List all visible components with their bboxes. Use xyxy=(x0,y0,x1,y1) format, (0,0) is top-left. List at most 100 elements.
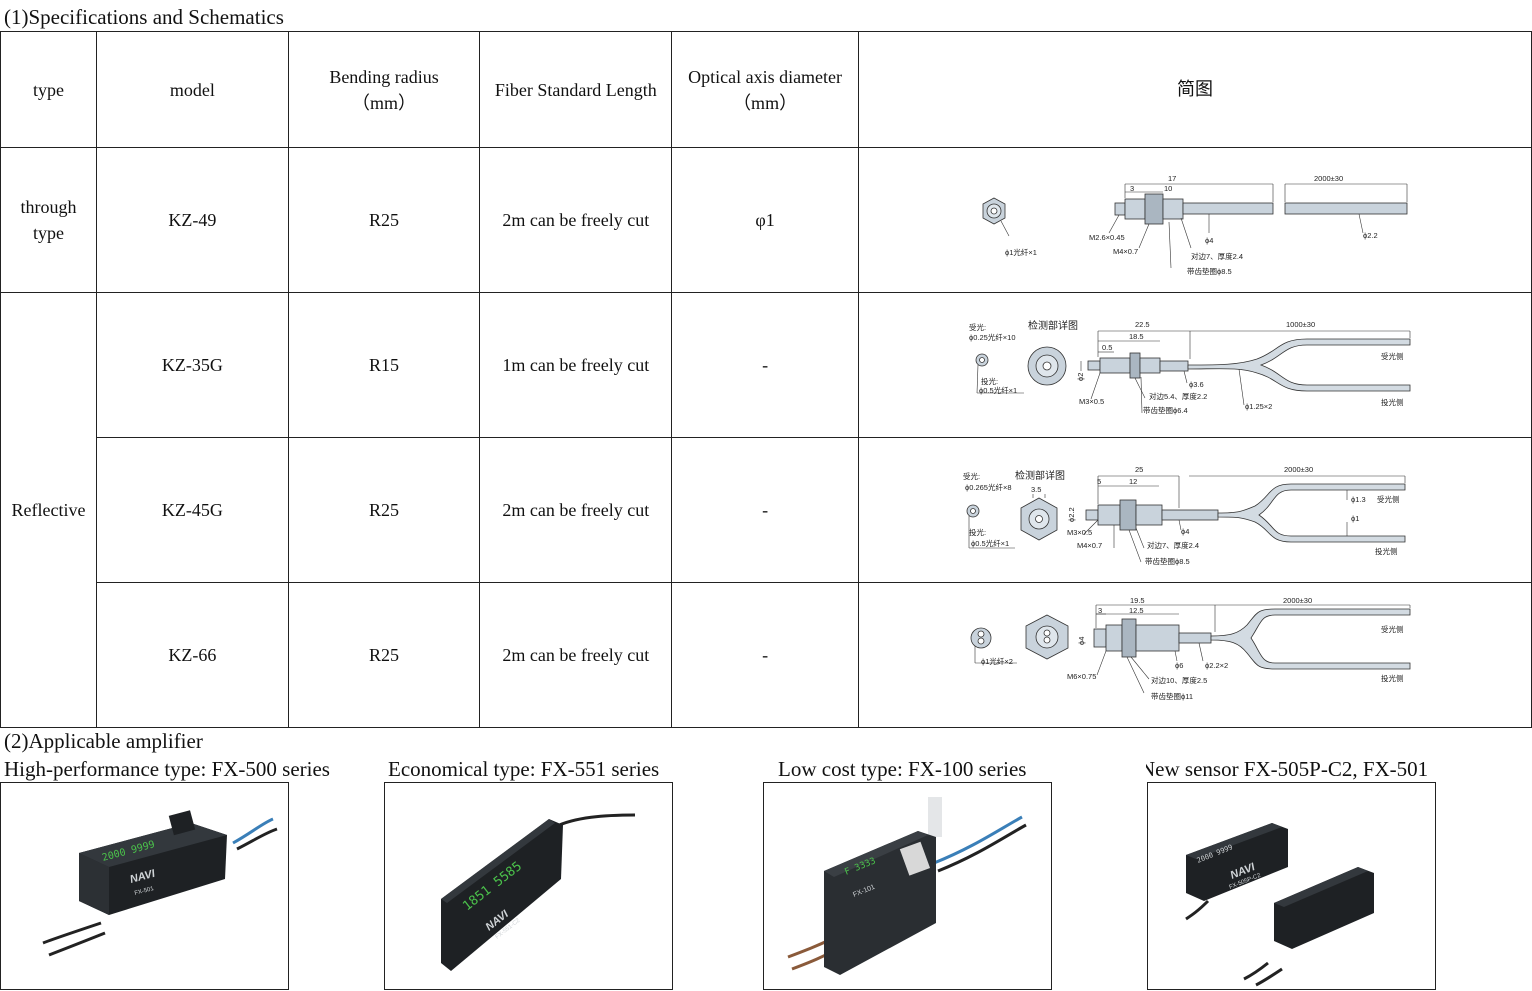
label-recv-side: 受光侧 xyxy=(1377,494,1400,504)
label-recv-fiber: ϕ0.265光纤×8 xyxy=(965,482,1012,492)
table-header-row: type model Bending radius （mm） Fiber Sta… xyxy=(0,31,1532,148)
dim-total: 22.5 xyxy=(1135,320,1150,329)
amplifier-model: FX-501 xyxy=(134,886,155,897)
dim-dia-emit: ϕ1 xyxy=(1351,514,1359,523)
dim-thread1: M2.6×0.45 xyxy=(1089,233,1125,242)
dim-dia-a: ϕ4 xyxy=(1181,527,1189,536)
label-emit-fiber: ϕ0.5光纤×1 xyxy=(979,385,1017,395)
schematic-kz-66: ϕ1光纤×2 19.5 3 12.5 2000±30 ϕ4 M6×0.75 ϕ6… xyxy=(857,582,1532,728)
cell-optical-axis: φ1 xyxy=(671,147,859,293)
label-emit-side: 投光侧 xyxy=(1381,673,1404,683)
dim-washer: 带齿垫圈ϕ8.5 xyxy=(1187,266,1232,276)
cell-fiber-length: 2m can be freely cut xyxy=(479,147,673,293)
schematic-kz-49: 17 3 10 2000±30 M2.6×0.45 M4×0.7 ϕ4 ϕ2.2… xyxy=(857,147,1532,293)
dim-thread2: M4×0.7 xyxy=(1077,541,1102,550)
amplifier-photo-fx551: 1851 5585 NAVI FX-551-C2 xyxy=(384,782,673,990)
dim-thread: M6×0.75 xyxy=(1067,672,1096,681)
dim-washer: 带齿垫圈ϕ11 xyxy=(1151,691,1193,701)
amplifier-caption: New sensor FX-505P-C2, FX-501 xyxy=(1146,757,1429,781)
header-optical-axis-unit: （mm） xyxy=(733,92,798,113)
table-row: KZ-66 R25 2m can be freely cut - xyxy=(1,582,1532,728)
cell-optical-axis: - xyxy=(671,292,859,438)
cell-bending-radius: R25 xyxy=(287,437,481,583)
dim-fiber-length: 1000±30 xyxy=(1286,320,1315,329)
schematic-drawing: ϕ1光纤×2 19.5 3 12.5 2000±30 ϕ4 M6×0.75 ϕ6… xyxy=(970,596,1411,701)
dim-b: 10 xyxy=(1164,184,1172,193)
table-row: through type KZ-49 R25 2m can be freely … xyxy=(0,147,1532,293)
dim-tip: ϕ2 xyxy=(1076,373,1085,381)
dim-a: 3 xyxy=(1130,184,1134,193)
header-bending-radius: Bending radius （mm） xyxy=(287,31,481,148)
detail-title: 检测部详图 xyxy=(1028,319,1078,332)
cell-type: Reflective xyxy=(0,292,97,728)
cell-bending-radius: R25 xyxy=(287,582,481,728)
amplifier-caption: High-performance type: FX-500 series xyxy=(4,757,330,781)
table-row: KZ-45G R25 2m can be freely cut - xyxy=(1,437,1532,583)
label-emit: 投光: xyxy=(969,527,986,537)
dim-nut: 对边7、厚度2.4 xyxy=(1191,251,1243,261)
amplifier-photo-fx100: F 3333 FX-101 xyxy=(763,782,1052,990)
dim-total: 19.5 xyxy=(1130,596,1145,605)
amplifier-image: 2000 9999 NAVI FX-501 xyxy=(42,810,278,957)
amplifier-image: F 3333 FX-101 xyxy=(787,797,1027,975)
dim-nut: 对边10、厚度2.5 xyxy=(1151,675,1207,685)
cell-fiber-length: 1m can be freely cut xyxy=(479,292,673,438)
header-bending-radius-label: Bending radius xyxy=(329,66,439,87)
amplifier-caption: Economical type: FX-551 series xyxy=(388,757,660,781)
fiber-note: ϕ1光纤×2 xyxy=(981,656,1013,666)
amplifier-caption: Low cost type: FX-100 series xyxy=(778,757,1027,781)
dim-a: 5 xyxy=(1097,477,1101,486)
section-title-amplifier: (2)Applicable amplifier xyxy=(4,729,203,753)
label-recv: 受光: xyxy=(963,471,980,481)
header-optical-axis-label: Optical axis diameter xyxy=(688,66,843,87)
dim-washer: 带齿垫圈ϕ6.4 xyxy=(1143,405,1188,415)
dim-dia-a: ϕ4 xyxy=(1205,236,1213,245)
label-recv: 受光: xyxy=(969,322,986,332)
dim-dia-recv: ϕ1.3 xyxy=(1351,495,1366,504)
dim-dia-tip: ϕ2.2 xyxy=(1067,507,1076,522)
label-emit-side: 投光侧 xyxy=(1375,546,1398,556)
cell-model: KZ-35G xyxy=(95,292,289,438)
label-emit: 投光: xyxy=(981,376,998,386)
table-row: Reflective KZ-35G R15 1m can be freely c… xyxy=(0,292,1532,728)
cell-optical-axis: - xyxy=(671,582,859,728)
dim-total: 17 xyxy=(1168,174,1176,183)
cell-model: KZ-66 xyxy=(95,582,289,728)
dim-dia-fiber: ϕ1.25×2 xyxy=(1245,402,1272,411)
label-recv-side: 受光侧 xyxy=(1381,624,1404,634)
dim-dia-a: ϕ6 xyxy=(1175,661,1183,670)
schematic-drawing: 17 3 10 2000±30 M2.6×0.45 M4×0.7 ϕ4 ϕ2.2… xyxy=(982,174,1408,276)
dim-total: 25 xyxy=(1135,465,1143,474)
cell-model: KZ-49 xyxy=(95,147,289,293)
dim-dia-tip: ϕ4 xyxy=(1077,637,1086,645)
schematic-kz-45g: 受光: ϕ0.265光纤×8 检测部详图 3.5 投光: ϕ0.5光纤×1 25… xyxy=(857,437,1532,583)
dim-b: 12 xyxy=(1129,477,1137,486)
amplifier-image: 1851 5585 NAVI FX-551-C2 xyxy=(441,813,636,971)
dim-a: 3 xyxy=(1098,606,1102,615)
dim-washer: 带齿垫圈ϕ8.5 xyxy=(1145,556,1190,566)
cell-optical-axis: - xyxy=(671,437,859,583)
detail-title: 检测部详图 xyxy=(1015,469,1065,482)
section-title-specifications: (1)Specifications and Schematics xyxy=(4,5,284,29)
header-type: type xyxy=(0,31,97,148)
dim-fiber-length: 2000±30 xyxy=(1314,174,1343,183)
header-bending-radius-unit: （mm） xyxy=(352,92,417,113)
cell-model: KZ-45G xyxy=(95,437,289,583)
specifications-table: type model Bending radius （mm） Fiber Sta… xyxy=(0,31,1532,728)
dim-thread2: M4×0.7 xyxy=(1113,247,1138,256)
fiber-note: ϕ1光纤×1 xyxy=(1005,247,1037,257)
cell-fiber-length: 2m can be freely cut xyxy=(479,437,673,583)
dim-tip: 3.5 xyxy=(1031,485,1041,494)
dim-b: 12.5 xyxy=(1129,606,1144,615)
label-emit-fiber: ϕ0.5光纤×1 xyxy=(971,538,1009,548)
dim-a: 18.5 xyxy=(1129,332,1144,341)
dim-b: 0.5 xyxy=(1102,343,1112,352)
header-model: model xyxy=(95,31,289,148)
dim-nut: 对边5.4、厚度2.2 xyxy=(1149,391,1207,401)
dim-fiber-length: 2000±30 xyxy=(1283,596,1312,605)
dim-thread1: M3×0.5 xyxy=(1067,528,1092,537)
dim-dia-fiber: ϕ2.2×2 xyxy=(1205,661,1228,670)
label-recv-fiber: ϕ0.25光纤×10 xyxy=(969,332,1016,342)
amplifier-image: 2000 9999 NAVI FX-505P-C2 xyxy=(1185,823,1374,987)
label-emit-side: 投光侧 xyxy=(1381,397,1404,407)
